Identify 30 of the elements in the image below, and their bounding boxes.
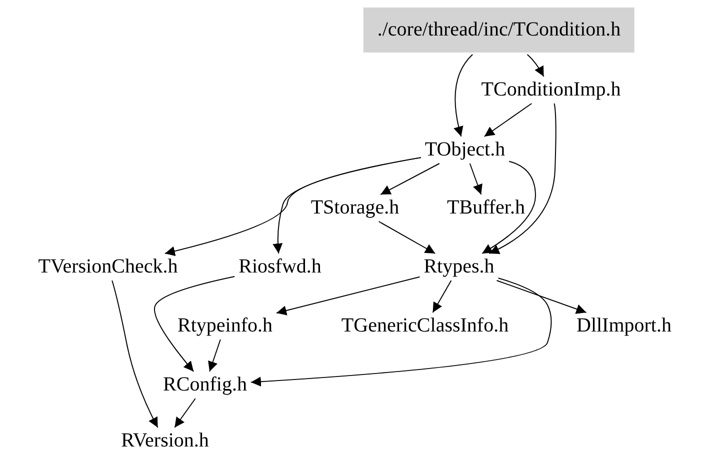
- arrow: [174, 398, 196, 428]
- arrow: [496, 280, 587, 314]
- file-box: ./core/thread/inc/TCondition.h: [363, 8, 635, 52]
- arrow: [208, 339, 221, 372]
- file-name: TStorage.h: [308, 196, 402, 220]
- file-name: Riosfwd.h: [236, 256, 324, 278]
- file-name: DllImport.h: [574, 314, 674, 338]
- file-name: TGenericClassInfo.h: [339, 314, 511, 338]
- file-name: TConditionImp.h: [479, 78, 623, 102]
- arrow: [154, 276, 236, 372]
- arrow: [526, 54, 544, 77]
- file-name: TBuffer.h: [445, 196, 527, 220]
- arrow: [484, 103, 532, 137]
- arrow: [488, 103, 556, 254]
- arrow: [272, 157, 422, 254]
- file-name: Rtypeinfo.h: [176, 314, 274, 338]
- arrow: [432, 280, 452, 313]
- arrow: [482, 160, 536, 254]
- arrow: [276, 276, 420, 316]
- file-name: Rtypes.h: [422, 256, 496, 278]
- arrow: [469, 163, 482, 195]
- file-name: TVersionCheck.h: [36, 256, 180, 278]
- arrow: [112, 280, 158, 428]
- arrow: [378, 221, 436, 254]
- file-name: TObject.h: [422, 138, 508, 162]
- arrow: [250, 278, 552, 387]
- arrow: [454, 54, 474, 137]
- file-name: RConfig.h: [161, 374, 249, 396]
- file-name: RVersion.h: [119, 430, 211, 452]
- arrow: [380, 163, 440, 195]
